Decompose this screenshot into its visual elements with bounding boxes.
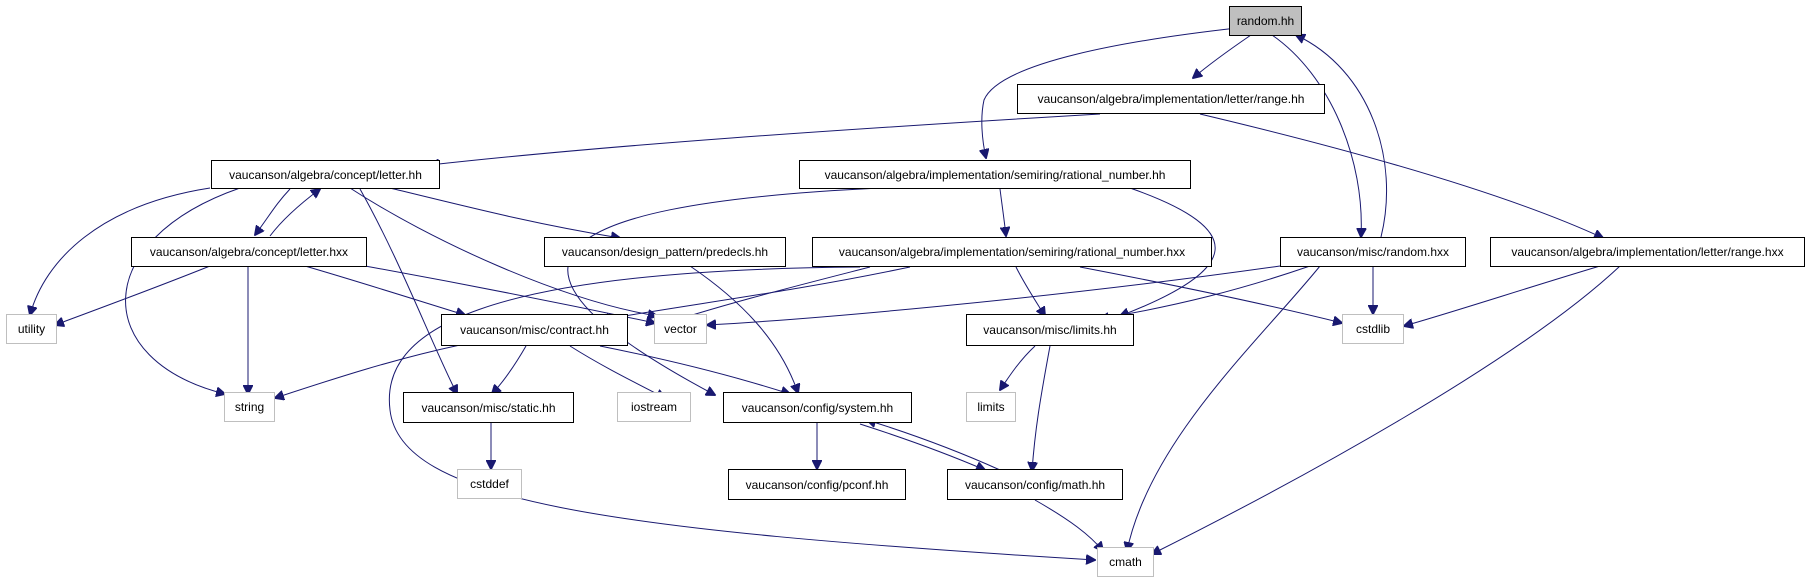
node-static-hh[interactable]: vaucanson/misc/static.hh [403, 392, 574, 423]
node-cstdlib[interactable]: cstdlib [1342, 314, 1404, 344]
edge-range-hh-to-letter-hh [430, 113, 1101, 165]
edge-random-hxx-to-cmath [1127, 265, 1321, 551]
node-random-hxx[interactable]: vaucanson/misc/random.hxx [1280, 237, 1466, 267]
node-letter-hxx[interactable]: vaucanson/algebra/concept/letter.hxx [131, 237, 367, 267]
edge-letter-hh-to-utility [30, 187, 211, 315]
node-rational-number-hh[interactable]: vaucanson/algebra/implementation/semirin… [799, 160, 1191, 189]
edge-random-hxx-to-limits-hh [1100, 265, 1311, 319]
node-letter-hh[interactable]: vaucanson/algebra/concept/letter.hh [211, 160, 440, 189]
edge-rational-number-hxx-to-contract-hh [600, 266, 911, 320]
node-string[interactable]: string [224, 392, 275, 422]
edge-random-hh-to-range-hh [1193, 34, 1252, 78]
edge-random-hh-to-random-hxx [1271, 34, 1361, 237]
edge-rational-number-hh-to-limits-hh [1120, 187, 1216, 316]
edge-letter-hxx-to-contract-hh [304, 265, 465, 315]
node-system-hh[interactable]: vaucanson/config/system.hh [723, 392, 912, 423]
node-predecls-hh[interactable]: vaucanson/design_pattern/predecls.hh [544, 237, 786, 267]
edge-rational-number-hxx-to-cmath [388, 266, 1095, 560]
node-range-hh[interactable]: vaucanson/algebra/implementation/letter/… [1017, 84, 1325, 114]
edge-rational-number-hxx-to-limits-hh [1015, 266, 1045, 316]
edge-letter-hxx-to-utility [55, 265, 211, 325]
node-vector[interactable]: vector [654, 314, 707, 344]
edge-random-hh-to-rational-number-hh [982, 27, 1238, 158]
edge-letter-hh-to-vector [349, 187, 657, 316]
edge-contract-hh-to-system-hh [599, 345, 790, 394]
edge-random-hxx-to-vector [707, 265, 1281, 325]
edge-random-hxx-to-random-hh [1296, 35, 1388, 238]
node-cstddef[interactable]: cstddef [457, 469, 522, 499]
node-iostream[interactable]: iostream [617, 392, 691, 422]
edge-range-hh-to-range-hxx [1199, 113, 1603, 238]
edge-contract-hh-to-iostream [569, 345, 665, 398]
node-cmath[interactable]: cmath [1097, 547, 1154, 577]
node-contract-hh[interactable]: vaucanson/misc/contract.hh [441, 314, 628, 346]
edge-rational-number-hh-to-rational-number-hxx [999, 188, 1006, 236]
edge-letter-hh-to-predecls-hh [389, 187, 620, 238]
node-random-hh[interactable]: random.hh [1229, 6, 1302, 36]
node-math-hh[interactable]: vaucanson/config/math.hh [947, 469, 1123, 500]
edge-system-hh-to-math-hh [859, 423, 985, 470]
edge-math-hh-to-cmath [1034, 499, 1103, 551]
node-pconf-hh[interactable]: vaucanson/config/pconf.hh [728, 469, 906, 500]
edge-letter-hxx-to-letter-hh [269, 189, 320, 237]
edge-letter-hh-to-string [125, 187, 241, 394]
edge-contract-hh-to-static-hh [492, 345, 527, 394]
edge-contract-hh-to-string [275, 344, 461, 398]
edge-letter-hh-to-static-hh [359, 188, 457, 394]
edge-range-hxx-to-cstdlib [1404, 265, 1601, 326]
node-limits-hh[interactable]: vaucanson/misc/limits.hh [966, 314, 1134, 346]
edge-letter-hh-to-letter-hxx [255, 188, 291, 235]
node-utility[interactable]: utility [6, 314, 57, 344]
node-limits[interactable]: limits [966, 392, 1016, 422]
edge-range-hxx-to-cmath [1152, 265, 1621, 554]
node-range-hxx[interactable]: vaucanson/algebra/implementation/letter/… [1490, 237, 1805, 267]
node-rational-number-hxx[interactable]: vaucanson/algebra/implementation/semirin… [812, 237, 1212, 267]
edge-math-hh-to-system-hh [867, 420, 1001, 471]
edge-rational-number-hxx-to-cstdlib [1079, 266, 1342, 323]
edge-limits-hh-to-math-hh [1032, 345, 1051, 471]
edge-limits-hh-to-limits [1000, 345, 1036, 390]
